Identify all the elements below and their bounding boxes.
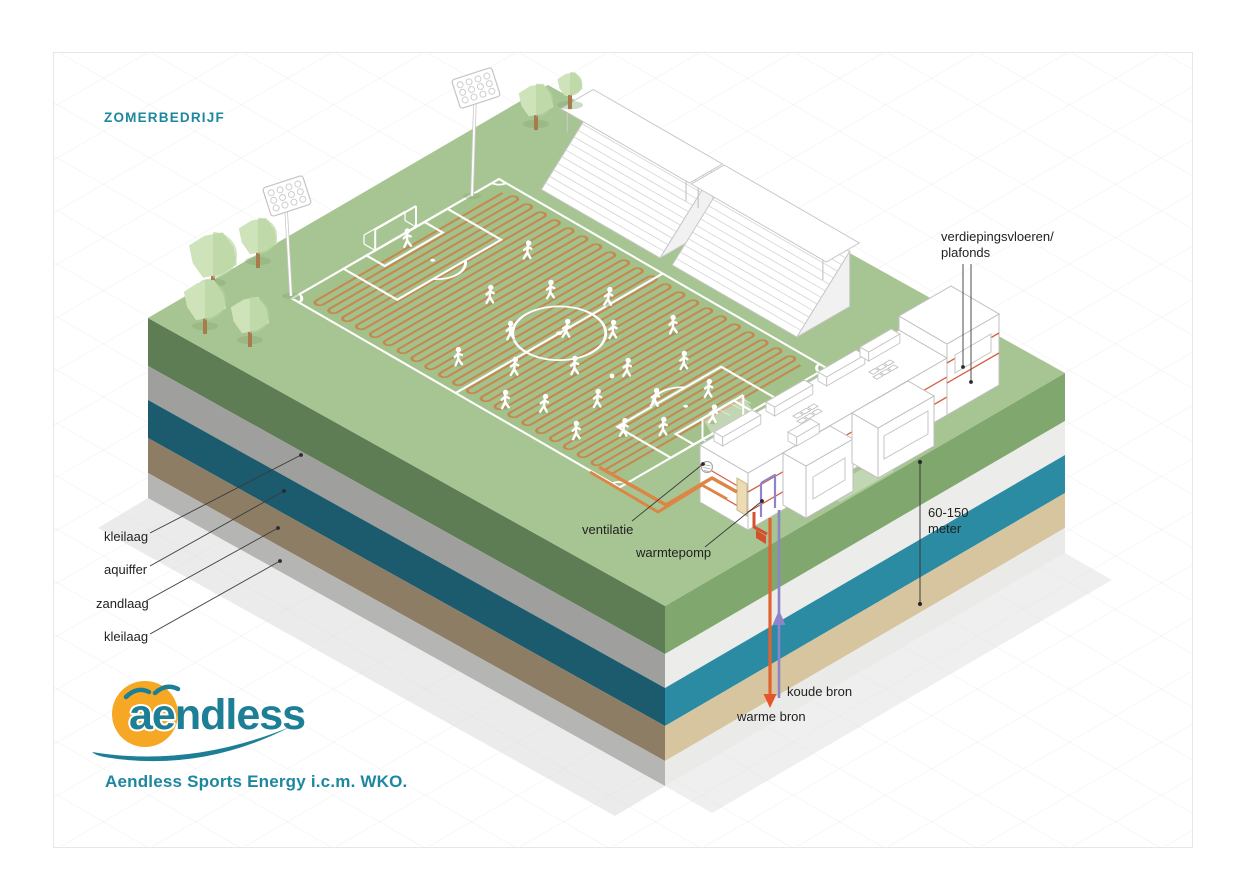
logo-wave-icon <box>92 727 290 762</box>
layer-bottomclay-side-right <box>665 528 1065 786</box>
season-mode-title: ZOMERBEDRIJF <box>104 110 225 125</box>
soccer-ball <box>609 373 615 379</box>
layer-aquifer-side-left <box>148 400 665 726</box>
warm-well-arrow <box>763 694 777 708</box>
layer-sand-side-left <box>148 438 665 761</box>
logo-accent-a-icon <box>123 687 152 700</box>
depth-label-value: 60-150 <box>928 505 969 520</box>
heat-pump-red-pipe <box>752 512 768 536</box>
floodlights <box>262 67 501 300</box>
window-tall <box>954 333 992 374</box>
logo-word-start: ae <box>129 691 176 739</box>
cold-well-arrow <box>772 610 786 625</box>
heat-pump-unit <box>736 477 748 517</box>
layer-label-clay-1: kleilaag <box>104 529 149 544</box>
heat-pump-red-box <box>756 530 766 544</box>
field-pipe-1 <box>598 465 738 507</box>
penalty-spot-east <box>683 404 689 408</box>
logo-tagline: Aendless Sports Energy i.c.m. WKO. <box>105 772 408 791</box>
window-annex-1 <box>812 457 846 500</box>
layer-label-sand: zandlaag <box>96 596 149 611</box>
window-annex-2 <box>883 410 929 460</box>
goal-west <box>363 205 417 252</box>
callout-lines <box>145 264 973 635</box>
logo-wordmark: aendless <box>129 691 306 739</box>
floors-label-line2: plafonds <box>941 245 991 260</box>
layer-clay-side-left <box>148 366 665 688</box>
players <box>402 228 719 441</box>
heat-pump-label: warmtepomp <box>636 545 712 560</box>
layer-aquifer-side-right <box>665 455 1065 726</box>
ventilation-label: ventilatie <box>582 522 634 537</box>
center-spot <box>556 331 563 336</box>
roof-units <box>713 328 901 447</box>
layer-bottomclay-side-left <box>148 473 665 786</box>
roof-grilles <box>792 359 899 424</box>
logo-accent-e-icon <box>152 684 181 696</box>
penalty-spot-west <box>430 258 436 262</box>
cold-well-label: koude bron <box>787 684 853 699</box>
trees <box>183 72 583 347</box>
layer-grass-side-left <box>148 318 665 654</box>
layer-grass-side-right <box>665 373 1065 654</box>
depth-indicator <box>917 459 923 607</box>
warm-well-label: warme bron <box>737 709 806 724</box>
ground-shadow <box>98 498 1112 816</box>
logo-artwork <box>92 681 290 762</box>
layer-label-aquifer: aquiffer <box>104 562 148 577</box>
depth-label-unit: meter <box>928 521 962 536</box>
floors-label-line1: verdiepingsvloeren/ <box>941 229 1054 244</box>
logo-word-end: ndless <box>174 691 306 739</box>
pipes <box>589 465 786 708</box>
layer-clay-side-right <box>665 421 1065 688</box>
grandstands <box>540 88 861 338</box>
clubhouse-building <box>699 285 1000 531</box>
layer-label-clay-2: kleilaag <box>104 629 149 644</box>
